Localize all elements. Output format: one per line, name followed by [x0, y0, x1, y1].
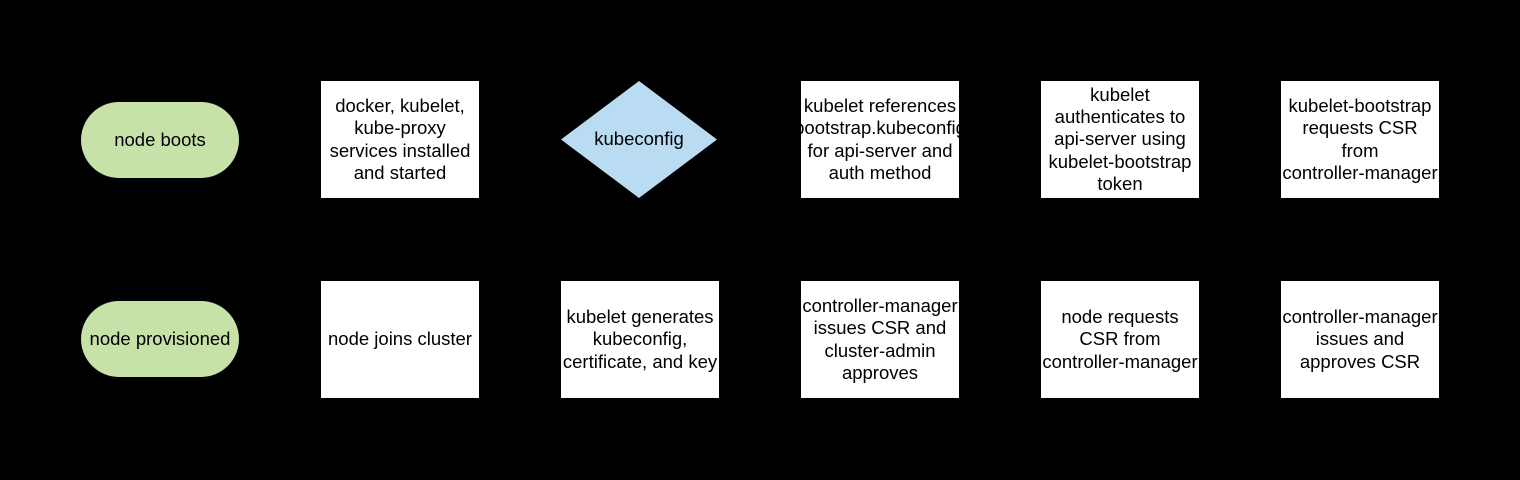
node-boots-label: node boots: [114, 128, 206, 150]
process-cm-issues-csr-admin-approves: controller-manager issues CSR and cluste…: [801, 281, 959, 398]
process-cm-issues-and-approves-csr: controller-manager issues and approves C…: [1281, 281, 1439, 398]
process-kubelet-authenticates: kubelet authenticates to api-server usin…: [1041, 81, 1199, 198]
bootstrap-requests-csr-label: kubelet-bootstrap requests CSR from cont…: [1282, 94, 1438, 183]
kubelet-authenticates-label: kubelet authenticates to api-server usin…: [1048, 83, 1192, 194]
terminator-node-provisioned: node provisioned: [81, 301, 239, 377]
process-node-requests-csr: node requests CSR from controller-manage…: [1041, 281, 1199, 398]
process-kubelet-references-bootstrap-kubeconfig: kubelet references bootstrap.kubeconfig …: [794, 81, 966, 198]
process-kubelet-generates-kubeconfig: kubelet generates kubeconfig, certificat…: [561, 281, 719, 398]
kubeconfig-label: kubeconfig: [594, 128, 684, 150]
kubelet-generates-label: kubelet generates kubeconfig, certificat…: [562, 306, 718, 372]
services-installed-label: docker, kubelet, kube-proxy services ins…: [329, 94, 471, 183]
node-joins-cluster-label: node joins cluster: [328, 328, 472, 350]
terminator-node-boots: node boots: [81, 102, 239, 178]
node-provisioned-label: node provisioned: [89, 327, 231, 349]
process-bootstrap-requests-csr: kubelet-bootstrap requests CSR from cont…: [1281, 81, 1439, 198]
process-services-installed: docker, kubelet, kube-proxy services ins…: [321, 81, 479, 198]
cm-issues-csr-admin-approves-label: controller-manager issues CSR and cluste…: [802, 294, 958, 383]
cm-issues-and-approves-label: controller-manager issues and approves C…: [1282, 306, 1438, 372]
node-requests-csr-label: node requests CSR from controller-manage…: [1042, 306, 1198, 372]
kubelet-references-label: kubelet references bootstrap.kubeconfig …: [794, 94, 966, 183]
process-node-joins-cluster: node joins cluster: [321, 281, 479, 398]
decision-kubeconfig: kubeconfig: [561, 81, 717, 198]
